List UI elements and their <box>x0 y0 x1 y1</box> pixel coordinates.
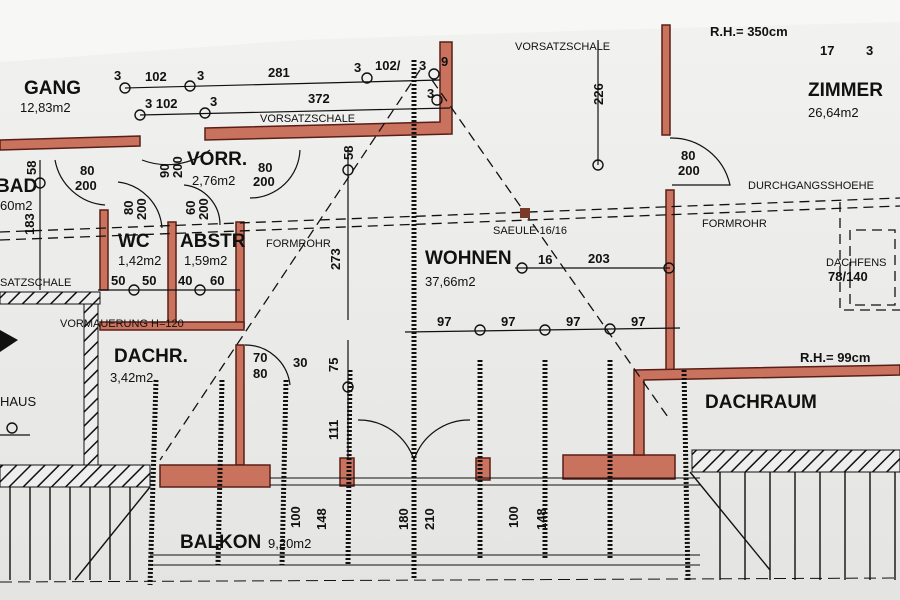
dim-top: 3 <box>419 58 426 73</box>
dim-balkon: 148 <box>314 508 329 530</box>
dim-split: 60 <box>210 273 224 288</box>
roof-rafters <box>9 471 896 581</box>
dim-door: 80 <box>121 201 136 215</box>
walls <box>0 24 900 488</box>
dim-door: 80 <box>681 148 695 163</box>
note-room-height-350: R.H.= 350cm <box>710 24 788 39</box>
note-durchgangshoehe: DURCHGANGSSHOEHE <box>748 180 874 192</box>
note-vorsatzschale-gang: VORSATZSCHALE <box>260 113 355 125</box>
dim-door: 90 <box>157 164 172 178</box>
dim-top: 3 <box>114 68 121 83</box>
dim-split: 50 <box>142 273 156 288</box>
dim-balkon: 148 <box>534 508 549 530</box>
room-abstr-name: ABSTR <box>180 231 246 252</box>
dim-door: 60 <box>183 201 198 215</box>
paper-edge <box>0 0 900 62</box>
dim-zimmer: 17 <box>820 43 834 58</box>
dim-226: 226 <box>591 83 606 105</box>
note-formrohr-left: FORMROHR <box>266 238 331 250</box>
dim-bad-58: 58 <box>24 161 39 175</box>
room-dachr-name: DACHR. <box>114 346 188 367</box>
room-wc-area: 1,42m2 <box>118 253 161 268</box>
dim-16: 16 <box>538 252 552 267</box>
dim-top: 9 <box>441 54 448 69</box>
dim-97: 97 <box>566 314 580 329</box>
dim-30: 30 <box>293 355 307 370</box>
dim-58: 58 <box>341 146 356 160</box>
note-dachfenster-size: 78/140 <box>828 269 868 284</box>
room-bad-area: 60m2 <box>0 198 33 213</box>
dim-door: 200 <box>678 163 700 178</box>
room-gang-area: 12,83m2 <box>20 100 71 115</box>
stair-arrow-icon <box>0 330 18 352</box>
dashed-lines <box>0 69 900 461</box>
dimension-markers <box>6 68 675 434</box>
dim-second: 3 <box>210 94 217 109</box>
room-abstr-area: 1,59m2 <box>184 253 227 268</box>
dim-balkon: 100 <box>288 506 303 528</box>
room-dachraum-name: DACHRAUM <box>705 392 817 413</box>
room-balkon-area: 9,20m2 <box>268 536 311 551</box>
dim-top: 3 <box>354 60 361 75</box>
dim-97: 97 <box>437 314 451 329</box>
note-formrohr-right: FORMROHR <box>702 218 767 230</box>
dim-top: 281 <box>268 65 290 80</box>
dim-door: 200 <box>134 198 149 220</box>
room-zimmer-area: 26,64m2 <box>808 105 859 120</box>
dim-split: 40 <box>178 273 192 288</box>
dim-273: 273 <box>328 248 343 270</box>
balcony-lines <box>0 477 900 583</box>
dim-second: 372 <box>308 91 330 106</box>
rafter-beams <box>147 60 691 586</box>
room-haus-name: HAUS <box>0 394 36 409</box>
dim-door: 200 <box>253 174 275 189</box>
room-gang-name: GANG <box>24 78 81 99</box>
room-dachr-area: 3,42m2 <box>110 370 153 385</box>
dim-door: 200 <box>75 178 97 193</box>
dim-door: 80 <box>80 163 94 178</box>
room-wohnen-area: 37,66m2 <box>425 274 476 289</box>
dim-bad-183: 183 <box>22 213 37 235</box>
dim-second: 3 <box>427 86 434 101</box>
room-balkon-name: BALKON <box>180 532 261 553</box>
room-vorr-area: 2,76m2 <box>192 173 235 188</box>
dim-97: 97 <box>631 314 645 329</box>
dim-top: 102 <box>145 69 167 84</box>
hatched-wall-left <box>0 464 151 488</box>
dim-door: 200 <box>196 198 211 220</box>
hatched-wall-right <box>691 449 900 473</box>
dim-door: 200 <box>170 156 185 178</box>
note-vorsatzschale-top: VORSATZSCHALE <box>515 41 610 53</box>
dim-door: 70 <box>253 350 267 365</box>
dim-top: 102/ <box>375 58 401 73</box>
dim-97: 97 <box>501 314 515 329</box>
note-room-height-99: R.H.= 99cm <box>800 350 870 365</box>
note-dachfenster: DACHFENS <box>826 257 887 269</box>
room-zimmer-name: ZIMMER <box>808 80 883 101</box>
dim-second: 3 102 <box>145 96 178 111</box>
dim-split: 50 <box>111 273 125 288</box>
room-vorr-name: VORR. <box>187 149 247 170</box>
column-saeule <box>520 208 530 218</box>
note-saeule: SAEULE 16/16 <box>493 225 567 237</box>
doors-and-dimensions <box>0 40 731 461</box>
note-vormauerung: VORMAUERUNG H=120 <box>60 318 184 330</box>
room-wc-name: WC <box>118 231 150 252</box>
room-wohnen-name: WOHNEN <box>425 248 512 269</box>
dim-203: 203 <box>588 251 610 266</box>
room-bad-name: BAD <box>0 176 37 197</box>
dim-door: 80 <box>253 366 267 381</box>
dim-balkon: 100 <box>506 506 521 528</box>
hatched-wall-bad <box>0 291 101 305</box>
dim-zimmer: 3 <box>866 43 873 58</box>
dim-75: 75 <box>326 358 341 372</box>
dim-111: 111 <box>326 420 341 440</box>
dim-balkon: 180 <box>396 508 411 530</box>
dim-balkon: 210 <box>422 508 437 530</box>
note-vorsatzschale-bad: SATZSCHALE <box>0 277 71 289</box>
dim-door: 80 <box>258 160 272 175</box>
dim-top: 3 <box>197 68 204 83</box>
